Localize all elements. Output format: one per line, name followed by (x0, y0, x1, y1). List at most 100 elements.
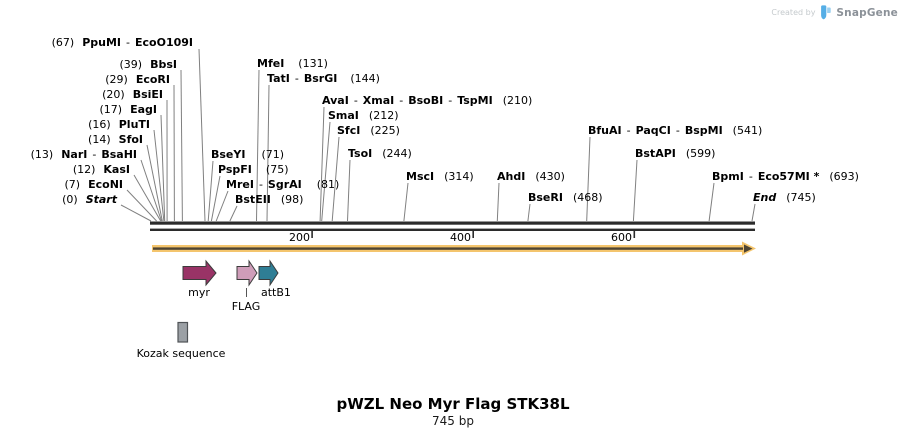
site-label-eagi: (17) EagI (100, 104, 158, 116)
map-length: 745 bp (432, 414, 474, 428)
connector-line (751, 203, 756, 222)
site-name: PpuMI (82, 36, 122, 49)
site-name: BbsI (150, 58, 177, 71)
site-pos: (210) (502, 94, 533, 107)
map-title: pWZL Neo Myr Flag STK38L (336, 395, 570, 413)
site-name: SmaI (328, 109, 359, 122)
site-name: BstEII (235, 193, 271, 206)
scale-label-200: 200 (289, 231, 310, 244)
site-pos: (67) (51, 36, 75, 49)
attb1-feature-arrow (258, 259, 279, 287)
site-separator: - (126, 36, 130, 49)
site-label-bfuai-paqci-bspmi: BfuAI-PaqCI-BspMI(541) (588, 125, 762, 137)
site-label-ppumi-ecoo109i: (67) PpuMI-EcoO109I (52, 37, 193, 49)
site-pos: (29) (105, 73, 128, 86)
site-pos: (244) (382, 147, 412, 160)
site-pos: (71) (261, 148, 285, 161)
connector-line (347, 159, 351, 222)
site-label-bstapi: BstAPI(599) (635, 148, 715, 160)
connector-line (215, 190, 229, 222)
site-pos: (745) (786, 191, 816, 204)
site-name: BsrGI (303, 72, 338, 85)
site-name: BsaHI (101, 148, 137, 161)
site-label-bsteii: BstEII (98) (235, 194, 303, 206)
site-separator: - (748, 170, 753, 183)
site-separator: - (399, 94, 404, 107)
site-name: BfuAI (588, 124, 622, 137)
connector-line (140, 159, 162, 222)
connector-line (403, 182, 409, 222)
scale-ticks (311, 231, 636, 238)
site-name: EcoO109I (135, 36, 193, 49)
connector-line (207, 160, 214, 222)
connector-line (321, 121, 331, 222)
site-label-ecori: (29)EcoRI (105, 74, 170, 86)
connector-line (210, 175, 221, 222)
site-pos: (599) (685, 147, 716, 160)
site-name: AvaI (322, 94, 349, 107)
site-pos: (98) (280, 193, 304, 206)
site-separator: - (294, 72, 299, 85)
site-name: SfoI (118, 133, 143, 146)
site-name: EagI (130, 103, 157, 116)
site-name: TspMI (457, 94, 493, 107)
connector-line (153, 129, 165, 222)
connector-line (229, 205, 238, 222)
site-name: Eco57MI * (757, 170, 820, 183)
site-name: EcoNI (88, 178, 123, 191)
site-pos: (20) (102, 88, 125, 101)
site-label-econi: (7) EcoNI (65, 179, 123, 191)
site-label-pspfi: PspFI(75) (218, 164, 289, 176)
connector-line (198, 48, 206, 222)
connector-line (319, 106, 325, 222)
connector-line (146, 144, 163, 222)
site-pos: (81) (316, 178, 340, 191)
connector-line (708, 182, 715, 222)
myr-label: myr (188, 286, 210, 299)
site-name: PspFI (218, 163, 252, 176)
site-name: PluTI (118, 118, 150, 131)
site-name: BseYI (211, 148, 246, 161)
site-label-msci: MscI (314) (406, 171, 474, 183)
site-label-tati-bsrgi: TatI-BsrGI(144) (267, 73, 380, 85)
site-pos: (314) (444, 170, 474, 183)
site-label-sfoi: (14) SfoI (88, 134, 143, 146)
connector-line (133, 174, 162, 222)
scale-label-600: 600 (611, 231, 632, 244)
site-pos: (17) (99, 103, 123, 116)
connector-line (586, 136, 591, 222)
site-pos: (7) (64, 178, 81, 191)
site-label-smai: SmaI(212) (328, 110, 399, 122)
site-pos: (13) (30, 148, 54, 161)
connector-line (527, 203, 531, 222)
myr-feature-arrow (182, 259, 217, 287)
site-name: NarI (61, 148, 88, 161)
site-label-mfei: MfeI(131) (257, 58, 328, 70)
connector-line (180, 69, 183, 222)
site-name: SgrAI (267, 178, 302, 191)
site-label-start: (0)Start (62, 194, 117, 206)
site-pos: (12) (72, 163, 96, 176)
site-name: TatI (267, 72, 290, 85)
sequence-arrow-core-head (744, 244, 753, 253)
site-name: BpmI (712, 170, 744, 183)
site-label-pluti: (16)PluTI (88, 119, 150, 131)
site-label-mrei-sgrai: MreI-SgrAI(81) (226, 179, 339, 191)
site-separator: - (626, 124, 631, 137)
site-label-avai-xmai-bsobi-tspmi: AvaI-XmaI-BsoBI-TspMI(210) (322, 95, 532, 107)
credit-prefix: Created by (771, 8, 816, 17)
site-label-ahdi: AhdI(430) (497, 171, 565, 183)
site-pos: (468) (572, 191, 603, 204)
site-separator: - (92, 148, 97, 161)
snapgene-logo-icon (821, 5, 832, 20)
site-pos: (14) (88, 133, 111, 146)
scale-label-400: 400 (450, 231, 471, 244)
site-separator: - (258, 178, 263, 191)
site-label-end: End(745) (753, 192, 816, 204)
site-label-bbsi: (39)BbsI (120, 59, 178, 71)
site-separator: - (448, 94, 453, 107)
site-name: MscI (406, 170, 435, 183)
flag-label: FLAG (231, 300, 261, 313)
site-label-tsoi: TsoI(244) (348, 148, 412, 160)
